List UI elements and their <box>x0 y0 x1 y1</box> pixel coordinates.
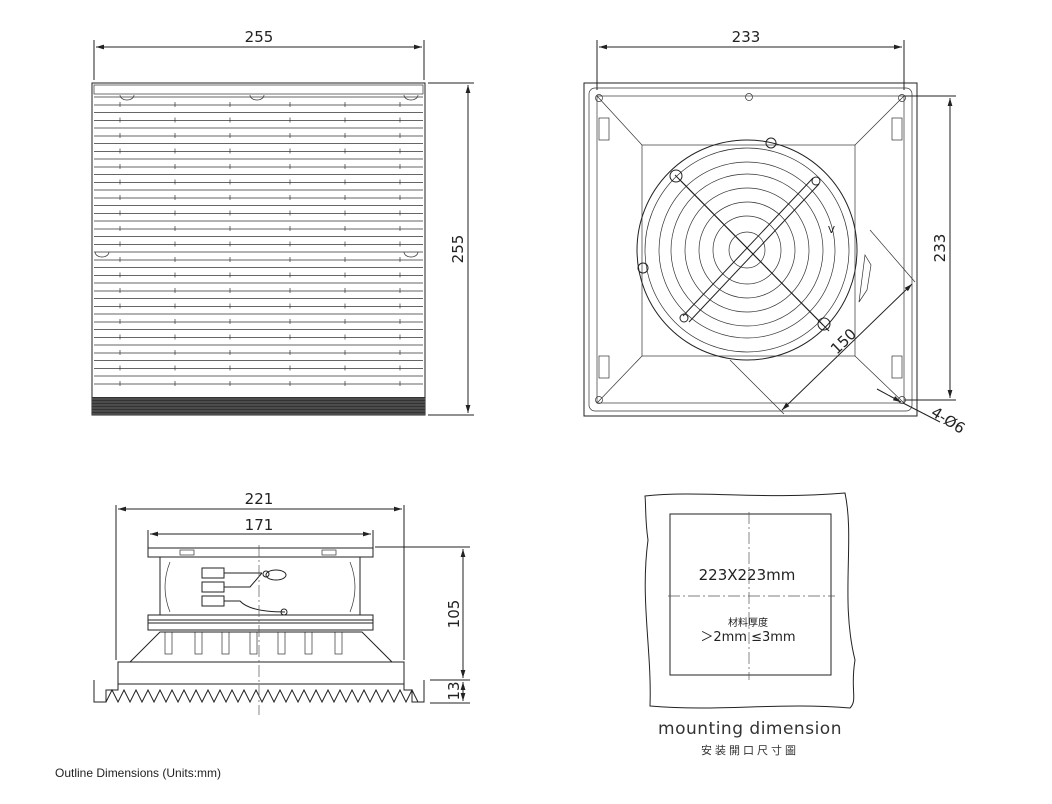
louver-slats <box>94 96 423 386</box>
footer-note: Outline Dimensions (Units:mm) <box>55 766 221 780</box>
front-view: 255 255 <box>91 28 474 416</box>
heat-fin <box>249 631 258 655</box>
side-height-label: 105 <box>445 600 463 629</box>
heat-fin <box>277 631 286 655</box>
connector-block <box>201 567 288 616</box>
heat-fin <box>164 631 173 655</box>
cutout-size-label: 223X223mm <box>699 566 796 584</box>
side-total-label: 221 <box>245 490 274 508</box>
heat-fin <box>334 631 343 655</box>
front-width-label: 255 <box>245 28 274 46</box>
back-width-label: 233 <box>732 28 761 46</box>
back-view: 233 233 <box>583 28 968 438</box>
side-view: 221 171 105 13 <box>93 490 470 715</box>
fan-mark: V <box>828 225 835 236</box>
grille-teeth <box>105 688 419 704</box>
holes-label: 4-Ø6 <box>928 403 968 438</box>
mounting-caption: mounting dimension <box>658 719 842 739</box>
side-base-label: 13 <box>445 681 463 700</box>
mounting-cutout: 223X223mm 材料厚度 ＞2mm ≤3mm mounting dimens… <box>644 492 856 757</box>
material-label: 材料厚度 <box>728 616 768 629</box>
heat-fin <box>194 631 203 655</box>
fan-guard: V <box>636 137 872 361</box>
heat-fin <box>304 631 313 655</box>
front-height-label: 255 <box>449 235 467 264</box>
back-height-label: 233 <box>931 234 949 263</box>
thickness-label: ＞2mm ≤3mm <box>700 630 795 645</box>
heat-fin <box>221 631 230 655</box>
side-inner-label: 171 <box>245 516 274 534</box>
mounting-caption-cn: 安装開口尺寸圖 <box>701 743 799 757</box>
